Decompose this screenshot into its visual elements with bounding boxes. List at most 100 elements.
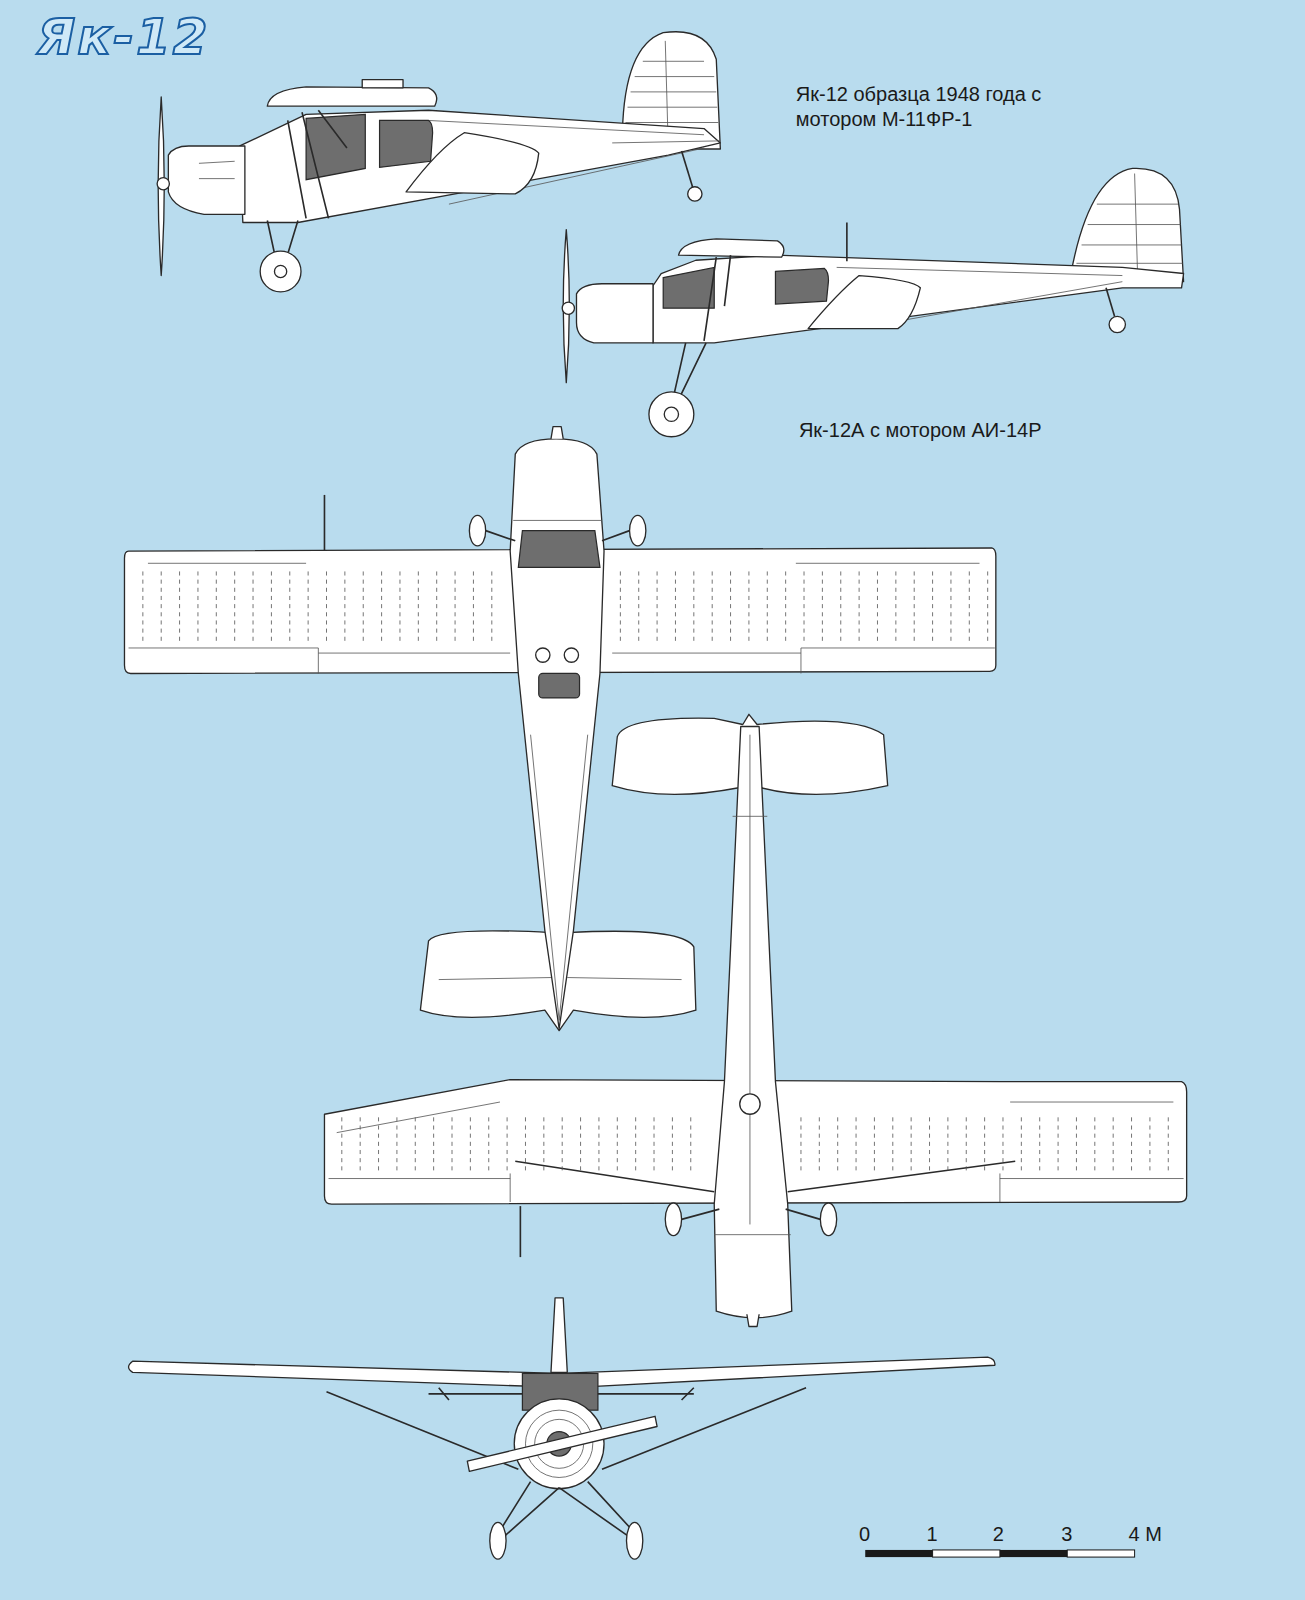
scale-bar	[865, 1550, 1134, 1557]
wing-rib	[1002, 1117, 1003, 1173]
engine-cowl	[168, 146, 245, 214]
wheel-hub	[274, 265, 286, 277]
wing-rib	[1168, 1117, 1169, 1173]
main-gear	[500, 1482, 633, 1536]
wing-rib	[308, 571, 309, 642]
wing-rib	[360, 1117, 361, 1173]
wing-rib	[179, 571, 180, 642]
cockpit-window	[663, 267, 714, 308]
side-view-1948	[157, 32, 720, 292]
wing-rib	[455, 571, 456, 642]
wing-rib	[234, 571, 235, 642]
wing-rib	[638, 571, 639, 642]
wing-rib	[271, 571, 272, 642]
wing-rib	[488, 1117, 489, 1173]
engine-cowl	[576, 284, 653, 343]
wing-profile	[267, 87, 436, 106]
wing-rib	[216, 571, 217, 642]
tail-gear	[682, 151, 693, 188]
wing-rib	[819, 1117, 820, 1173]
wheel	[630, 515, 646, 546]
fin	[1071, 168, 1183, 281]
title: Як-12	[37, 8, 210, 66]
wheel	[820, 1203, 836, 1236]
wing-rib	[966, 1117, 967, 1173]
wing-rib	[1113, 1117, 1114, 1173]
wing-rib	[525, 1117, 526, 1173]
antenna	[520, 1206, 522, 1257]
tail-gear	[1106, 288, 1115, 319]
wing-rib	[929, 1117, 930, 1173]
wing-rib	[730, 571, 731, 642]
wing-profile	[679, 239, 784, 257]
wing-rib	[399, 571, 400, 642]
hatch	[740, 1094, 760, 1114]
wing-rib	[785, 571, 786, 642]
wing-rib	[363, 571, 364, 642]
wing-rib	[1058, 1117, 1059, 1173]
wing-rib	[690, 1117, 691, 1173]
wing-rib	[840, 571, 841, 642]
wheel	[490, 1522, 506, 1559]
wing-rib	[859, 571, 860, 642]
wing-rib	[415, 1117, 416, 1173]
wing-rib	[473, 571, 474, 642]
wing-rib	[914, 571, 915, 642]
cabin-roof	[518, 531, 600, 568]
wing-rib	[418, 571, 419, 642]
scale-label: 0	[859, 1522, 870, 1547]
wing-rib	[635, 1117, 636, 1173]
wheel	[469, 515, 485, 546]
wing-rib	[598, 1117, 599, 1173]
scale-segment	[1067, 1550, 1134, 1557]
wheel	[626, 1522, 642, 1559]
spinner	[562, 302, 574, 314]
wing-rib	[693, 571, 694, 642]
wing-top-fairing	[362, 80, 403, 88]
wing-rib	[984, 1117, 985, 1173]
wheel	[665, 1203, 681, 1236]
wing-rib	[969, 571, 970, 642]
wing-rib	[433, 1117, 434, 1173]
wing-rib	[947, 1117, 948, 1173]
wing-rib	[620, 571, 621, 642]
cabin-window	[380, 120, 433, 167]
fin	[551, 1298, 567, 1372]
tail-wheel	[1109, 316, 1125, 332]
wing-rib	[326, 571, 327, 642]
side-view-12a	[562, 168, 1183, 436]
antenna	[324, 495, 326, 551]
struts	[515, 1161, 1015, 1219]
wing-rib	[161, 571, 162, 642]
tail-wheel	[688, 187, 702, 201]
wing-rib	[911, 1117, 912, 1173]
fuselage	[714, 727, 792, 1318]
scale-segment	[865, 1550, 932, 1557]
fuselage-lines	[714, 735, 791, 1235]
wing-rib	[767, 571, 768, 642]
bottom-view	[324, 714, 1186, 1326]
struts	[288, 110, 347, 218]
wing-rib	[289, 571, 290, 642]
spinner	[747, 1314, 759, 1326]
fuselage	[240, 110, 721, 222]
gear-legs	[486, 531, 630, 541]
wing-rib	[804, 571, 805, 642]
vent	[536, 648, 550, 662]
fuselage	[510, 439, 604, 1029]
wing-rib	[822, 571, 823, 642]
wing-rib	[1094, 1117, 1095, 1173]
wing-rib	[1131, 1117, 1132, 1173]
wing-rib	[654, 1117, 655, 1173]
wing-rib	[892, 1117, 893, 1173]
wing-rib	[436, 571, 437, 642]
scale-segment	[1000, 1550, 1067, 1557]
wing-rib	[142, 571, 143, 642]
antenna	[846, 222, 848, 261]
wing-rib	[1021, 1117, 1022, 1173]
wing-rib	[950, 571, 951, 642]
wheel-hub	[664, 407, 678, 421]
wing-rib	[672, 1117, 673, 1173]
wing-rib	[895, 571, 896, 642]
fuselage-lines	[513, 520, 602, 1020]
